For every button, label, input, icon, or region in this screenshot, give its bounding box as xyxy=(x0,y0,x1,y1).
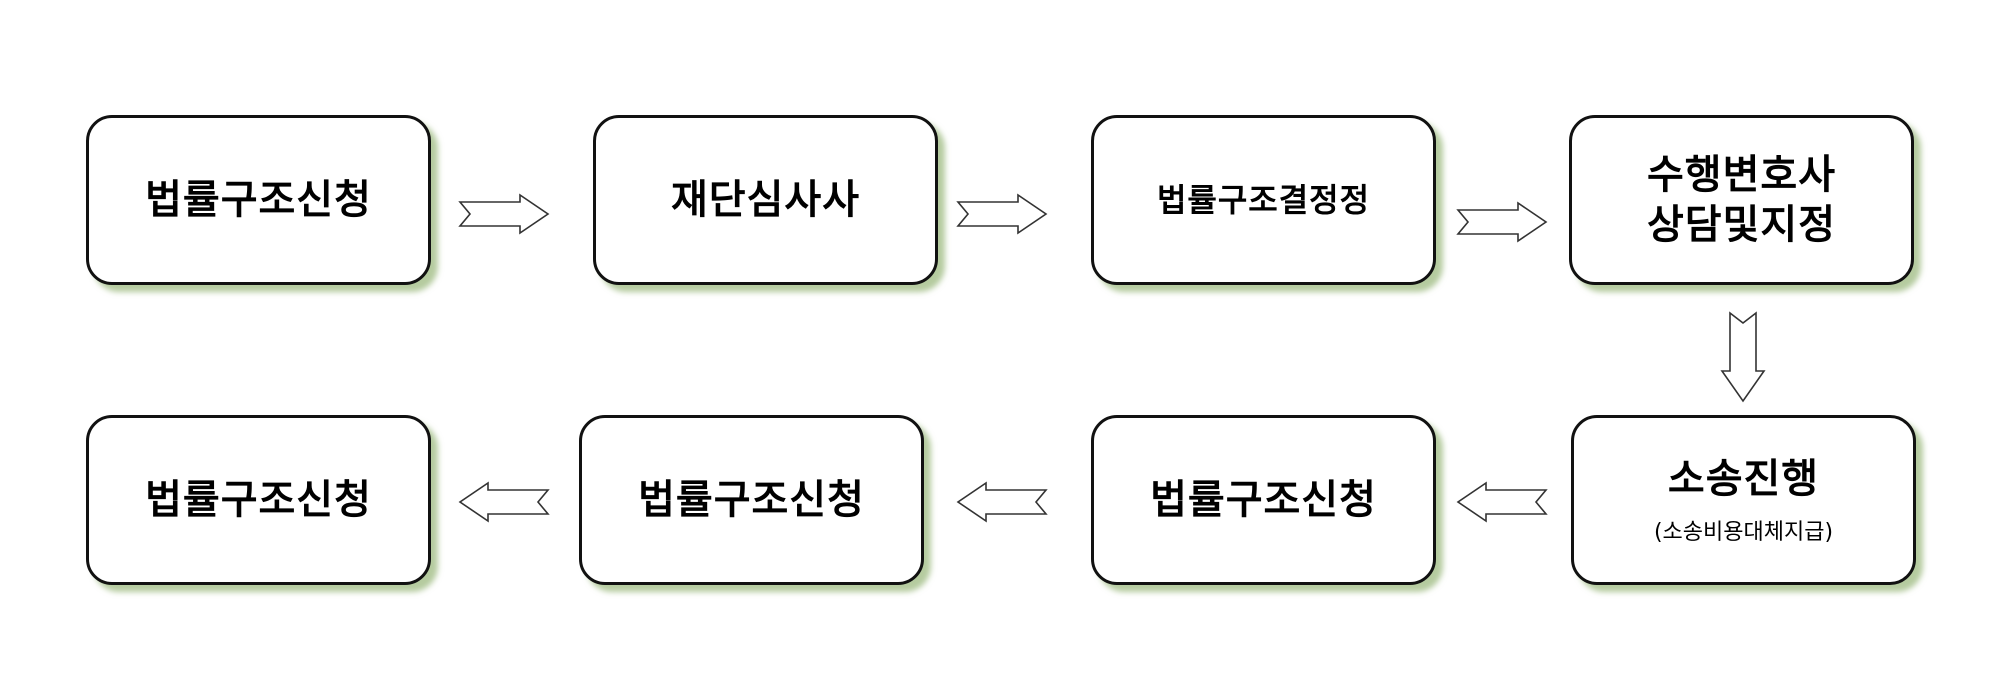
arrow-right-icon xyxy=(956,193,1048,235)
arrow-left-icon xyxy=(1456,481,1548,523)
arrow-right-icon xyxy=(458,193,550,235)
step-legal-aid-application: 법률구조신청 xyxy=(86,415,431,585)
step-lawyer-consultation-assignment: 수행변호사 상담및지정 xyxy=(1569,115,1914,285)
step-sublabel: (소송비용대체지급) xyxy=(1653,520,1834,545)
step-legal-aid-decision: 법률구조결정정 xyxy=(1091,115,1436,285)
step-label: 법률구조신청 xyxy=(1150,477,1377,523)
step-foundation-review: 재단심사사 xyxy=(593,115,938,285)
arrow-right-icon xyxy=(1456,201,1548,243)
step-label: 법률구조신청 xyxy=(638,477,865,523)
step-label: 수행변호사 상담및지정 xyxy=(1647,150,1836,250)
step-label: 법률구조결정정 xyxy=(1156,181,1371,219)
step-label: 법률구조신청 xyxy=(145,477,372,523)
step-label-line-1: 수행변호사 xyxy=(1647,152,1836,198)
step-legal-aid-application: 법률구조신청 xyxy=(1091,415,1436,585)
step-litigation-proceeding: 소송진행 (소송비용대체지급) xyxy=(1571,415,1916,585)
step-label: 소송진행 xyxy=(1667,456,1820,502)
step-label: 법률구조신청 xyxy=(145,177,372,223)
arrow-left-icon xyxy=(458,481,550,523)
step-label-line-2: 상담및지정 xyxy=(1647,202,1836,248)
arrow-left-icon xyxy=(956,481,1048,523)
step-legal-aid-application: 법률구조신청 xyxy=(86,115,431,285)
arrow-down-icon xyxy=(1720,311,1766,403)
step-legal-aid-application: 법률구조신청 xyxy=(579,415,924,585)
step-label: 재단심사사 xyxy=(671,177,860,223)
